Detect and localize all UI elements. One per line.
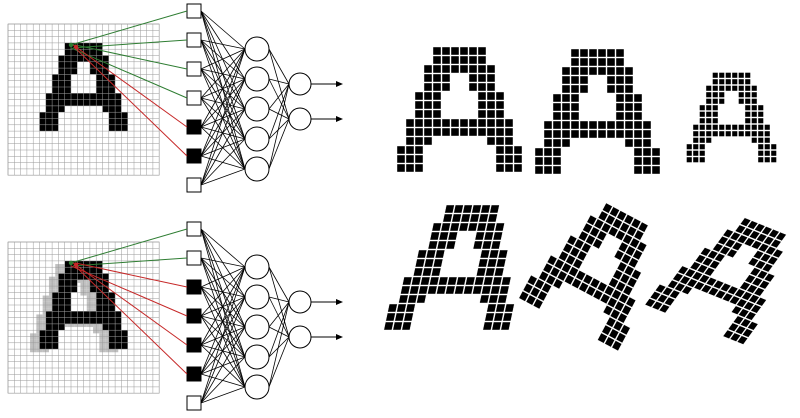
neuron-circle-icon bbox=[244, 374, 270, 400]
input-square-icon bbox=[186, 177, 202, 193]
neuron-circle-icon bbox=[244, 96, 270, 122]
letter-variants-gallery bbox=[383, 46, 787, 352]
input-square-icon bbox=[186, 366, 202, 382]
input-square-icon bbox=[186, 279, 202, 295]
letter-variant bbox=[383, 204, 515, 331]
input-square-icon bbox=[186, 90, 202, 106]
neuron-circle-icon bbox=[244, 126, 270, 152]
input-square-icon bbox=[186, 119, 202, 135]
neuron-circle-icon bbox=[244, 344, 270, 370]
neuron-circle-icon bbox=[288, 290, 312, 314]
letter-variant bbox=[686, 72, 777, 163]
neuron-circle-icon bbox=[288, 72, 312, 96]
neuron-circle-icon bbox=[288, 107, 312, 131]
pixel-connection bbox=[74, 44, 188, 70]
pixel-connection bbox=[72, 44, 188, 128]
input-square-icon bbox=[186, 221, 202, 237]
offset-input-panel bbox=[7, 221, 343, 411]
letter-variant bbox=[518, 202, 649, 352]
pixel-connection bbox=[70, 228, 188, 264]
letter-variant bbox=[396, 46, 523, 173]
pixel-connection bbox=[70, 265, 188, 317]
pixel-connection bbox=[72, 39, 188, 49]
pixel-connection bbox=[74, 47, 188, 157]
neuron-circle-icon bbox=[244, 66, 270, 92]
input-square-icon bbox=[186, 61, 202, 77]
neuron-circle-icon bbox=[244, 254, 270, 280]
input-square-icon bbox=[186, 250, 202, 266]
pixel-connection bbox=[72, 257, 188, 267]
neuron-circle-icon bbox=[244, 284, 270, 310]
pixel-connection bbox=[70, 10, 188, 46]
pixel-connection bbox=[74, 262, 188, 288]
input-square-icon bbox=[186, 148, 202, 164]
aligned-input-panel bbox=[7, 3, 343, 193]
input-square-icon bbox=[186, 32, 202, 48]
pixel-connection bbox=[70, 47, 188, 99]
input-square-icon bbox=[186, 395, 202, 411]
input-square-icon bbox=[186, 3, 202, 19]
letter-variant bbox=[644, 217, 787, 345]
pixel-grid bbox=[7, 241, 160, 394]
input-square-icon bbox=[186, 308, 202, 324]
neuron-circle-icon bbox=[244, 36, 270, 62]
letter-variant bbox=[534, 48, 661, 175]
pixel-grid bbox=[7, 23, 160, 176]
pixel-connection bbox=[72, 262, 188, 346]
neuron-circle-icon bbox=[244, 314, 270, 340]
neuron-circle-icon bbox=[288, 325, 312, 349]
neuron-circle-icon bbox=[244, 156, 270, 182]
input-square-icon bbox=[186, 337, 202, 353]
pixel-connection bbox=[74, 265, 188, 375]
